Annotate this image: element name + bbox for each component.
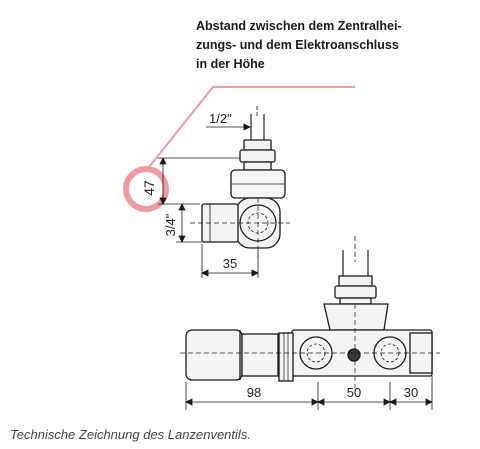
annotation-line-1: Abstand zwischen dem Zentralhei-	[196, 19, 402, 33]
front-view	[180, 236, 440, 390]
dim-thread-side: 3/4"	[163, 213, 178, 236]
dim-length-body: 98	[247, 385, 261, 400]
figure-caption: Technische Zeichnung des Lanzenventils.	[10, 427, 251, 442]
dim-height: 47	[141, 180, 157, 196]
side-view-dimensions	[158, 123, 259, 278]
dim-width-side: 35	[223, 256, 237, 271]
annotation-line-2: zungs- und dem Elektroanschluss	[196, 38, 399, 52]
dim-length-mid: 50	[347, 385, 361, 400]
annotation-line-3: in der Höhe	[196, 57, 265, 71]
dim-length-right: 30	[404, 385, 418, 400]
side-view	[190, 106, 290, 258]
highlight-marker	[123, 86, 355, 212]
front-view-dimensions	[185, 376, 433, 410]
leader-line	[144, 86, 355, 173]
dim-thread-top: 1/2"	[209, 111, 232, 126]
highlight-circle	[123, 166, 169, 212]
annotation-text: Abstand zwischen dem Zentralhei- zungs- …	[196, 17, 436, 74]
